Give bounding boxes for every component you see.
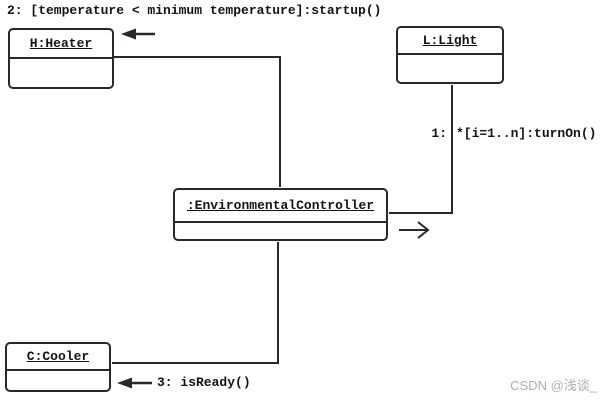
object-heater-label: H:Heater: [29, 36, 93, 51]
message-3-arrow-icon: [117, 377, 152, 389]
object-heater: H:Heater: [8, 28, 114, 89]
light-controller-connector: [389, 85, 453, 214]
object-cooler-label: C:Cooler: [26, 349, 90, 364]
message-2-label: 2: [temperature < minimum temperature]:s…: [7, 3, 382, 18]
object-heater-name-compartment: H:Heater: [10, 30, 112, 59]
message-1-arrow-icon: [399, 221, 430, 239]
message-2-arrow-icon: [121, 28, 155, 40]
message-1-sequence-number: 1:: [431, 126, 447, 141]
object-cooler: C:Cooler: [5, 342, 111, 392]
object-light: L:Light: [396, 26, 504, 84]
controller-cooler-connector: [112, 242, 279, 364]
object-environmental-controller-body-compartment: [175, 223, 386, 239]
heater-controller-connector: [114, 56, 281, 187]
csdn-watermark: CSDN @浅谈_: [510, 378, 597, 393]
object-environmental-controller-name-compartment: :EnvironmentalController: [175, 190, 386, 223]
object-environmental-controller: :EnvironmentalController: [173, 188, 388, 241]
object-environmental-controller-label: :EnvironmentalController: [186, 198, 375, 213]
object-heater-body-compartment: [10, 59, 112, 87]
object-cooler-body-compartment: [7, 371, 109, 390]
object-light-name-compartment: L:Light: [398, 28, 502, 55]
message-3-label: 3: isReady(): [157, 375, 251, 390]
object-light-body-compartment: [398, 55, 502, 82]
object-light-label: L:Light: [422, 33, 478, 48]
object-cooler-name-compartment: C:Cooler: [7, 344, 109, 371]
message-1-label: *[i=1..n]:turnOn(): [456, 126, 597, 141]
